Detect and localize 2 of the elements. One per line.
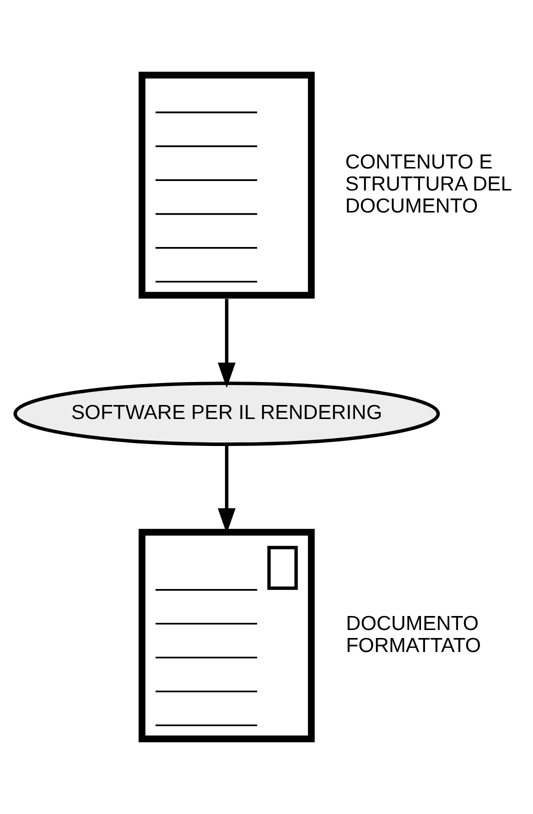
node-label: DOCUMENTO FORMATTATO [346, 612, 481, 657]
node-label: CONTENUTO E STRUTTURA DEL DOCUMENTO [345, 151, 512, 218]
